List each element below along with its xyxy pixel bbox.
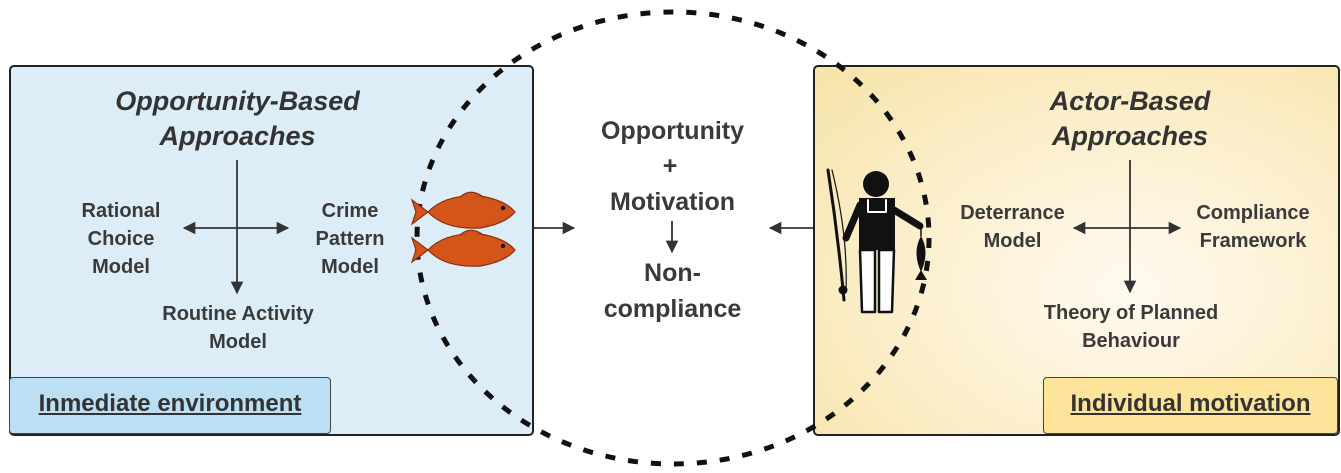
- actor-heading: Actor-Based Approaches: [1049, 86, 1211, 151]
- right-connectors: [1072, 160, 1182, 294]
- left-connectors: [182, 160, 290, 295]
- motivation-label: Motivation: [610, 188, 735, 216]
- immediate-environment-tag: Inmediate environment: [9, 377, 331, 434]
- theory-of-planned-behaviour: Theory of Planned Behaviour: [1043, 302, 1219, 352]
- deterrance-model: Deterrance Model: [960, 202, 1065, 252]
- center-connectors: [534, 221, 813, 254]
- actor-panel: [813, 65, 1340, 436]
- fisherman-icon: [826, 168, 927, 314]
- rational-choice-model: Rational Choice Model: [81, 200, 161, 278]
- crime-pattern-model: Crime Pattern Model: [315, 200, 385, 278]
- fish-icon: [410, 229, 516, 267]
- opportunity-heading: Opportunity-Based Approaches: [115, 86, 360, 151]
- plus-sign: +: [662, 152, 678, 180]
- noncompliance-label: Non- compliance: [603, 259, 742, 323]
- routine-activity-model: Routine Activity Model: [162, 303, 314, 353]
- overlap-circle: [414, 9, 932, 467]
- opportunity-label: Opportunity: [600, 117, 745, 145]
- compliance-framework: Compliance Framework: [1196, 202, 1310, 252]
- individual-motivation-tag: Individual motivation: [1043, 377, 1338, 434]
- fish-icon: [410, 191, 516, 229]
